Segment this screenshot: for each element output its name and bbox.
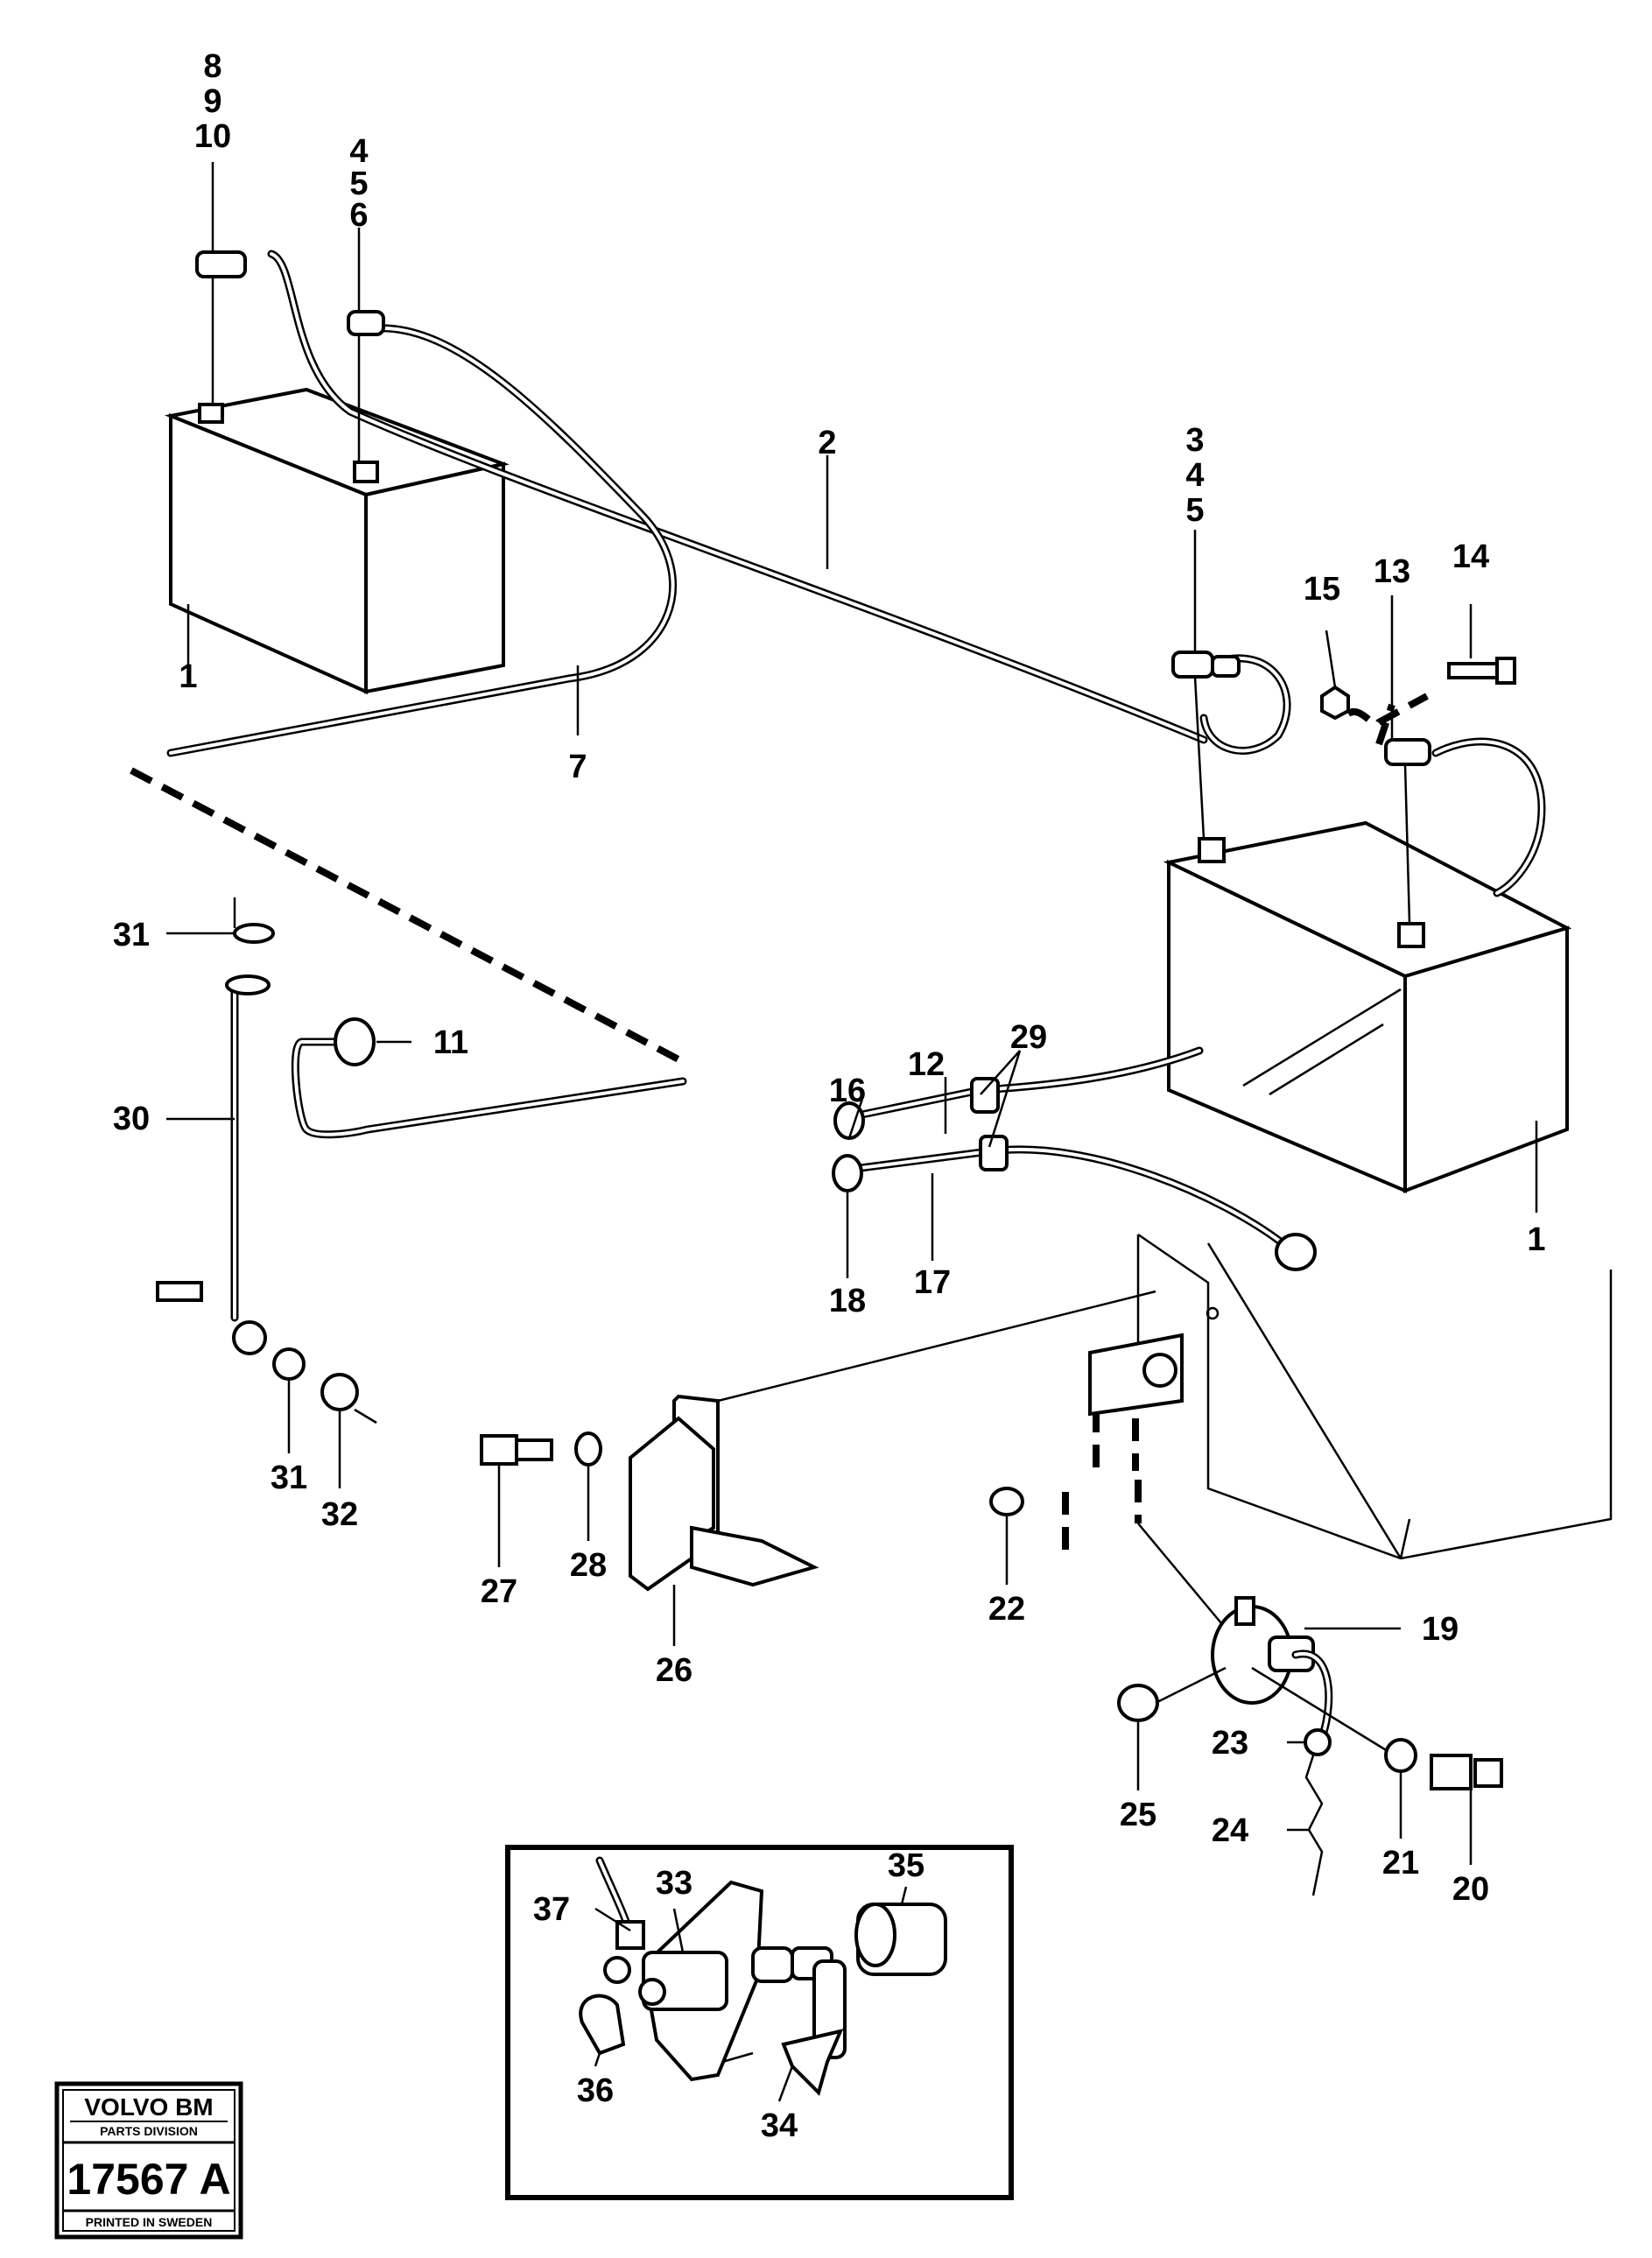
callout-20: 20: [1452, 1871, 1489, 1908]
callout-2: 2: [818, 425, 836, 461]
callout-11: 11: [433, 1024, 468, 1061]
callout-35: 35: [888, 1847, 924, 1884]
callout-18: 18: [829, 1283, 866, 1319]
callout-34: 34: [761, 2107, 798, 2144]
terminal-clamps: [156, 250, 1516, 1411]
leader-lines: [166, 162, 1538, 1865]
part-callouts: 8 9 10 4 5 6 2 3 4 5 15 13 14 1 7 1 31 1…: [113, 48, 1546, 2144]
callout-8: 8: [203, 48, 221, 85]
callout-23: 23: [1212, 1725, 1248, 1762]
callout-31-lower: 31: [271, 1460, 307, 1496]
callout-9: 9: [203, 83, 221, 120]
callout-7: 7: [568, 749, 587, 785]
callout-13: 13: [1374, 553, 1410, 590]
stamp-number: 17567 A: [67, 2155, 230, 2204]
callout-36: 36: [577, 2072, 614, 2109]
callout-17: 17: [914, 1264, 951, 1301]
stamp-division: PARTS DIVISION: [100, 2124, 198, 2138]
inset-detail: [505, 1845, 1014, 2200]
callout-32: 32: [321, 1496, 358, 1533]
assembly-dashed-lines: [130, 693, 1429, 1550]
callout-29: 29: [1010, 1019, 1047, 1056]
battery-box-outline: [1136, 1233, 1613, 1560]
callout-26: 26: [656, 1652, 692, 1689]
callout-5-right: 5: [1185, 492, 1204, 529]
callout-30: 30: [113, 1101, 150, 1137]
callout-6: 6: [349, 197, 368, 234]
callout-1-right: 1: [1527, 1221, 1545, 1258]
callout-12: 12: [908, 1046, 945, 1083]
stamp-brand: VOLVO BM: [84, 2093, 213, 2121]
bracket-assembly: [480, 1290, 1184, 1592]
callout-15: 15: [1304, 571, 1340, 608]
callout-4-upper: 4: [349, 133, 368, 170]
callout-5-upper: 5: [349, 165, 368, 202]
left-battery: [164, 387, 510, 695]
callout-21: 21: [1382, 1845, 1419, 1882]
callout-3: 3: [1185, 422, 1204, 459]
stamp-printed: PRINTED IN SWEDEN: [86, 2215, 213, 2229]
callout-16: 16: [829, 1073, 866, 1109]
switch-assembly: [1117, 1523, 1503, 1896]
callout-25: 25: [1120, 1797, 1156, 1833]
callout-33: 33: [656, 1865, 692, 1902]
callout-10: 10: [194, 118, 231, 155]
callout-14: 14: [1452, 538, 1489, 575]
callout-24: 24: [1212, 1812, 1248, 1849]
callout-27: 27: [481, 1573, 517, 1610]
right-battery: [1163, 820, 1572, 1194]
callout-19: 19: [1422, 1611, 1459, 1648]
parts-stamp: VOLVO BM PARTS DIVISION 17567 A PRINTED …: [54, 2081, 243, 2240]
callout-22: 22: [988, 1591, 1025, 1628]
callout-28: 28: [570, 1547, 607, 1584]
callout-4-right: 4: [1185, 457, 1204, 494]
callout-1-left: 1: [179, 658, 197, 695]
callout-31-upper: 31: [113, 917, 150, 953]
callout-37: 37: [533, 1891, 570, 1928]
